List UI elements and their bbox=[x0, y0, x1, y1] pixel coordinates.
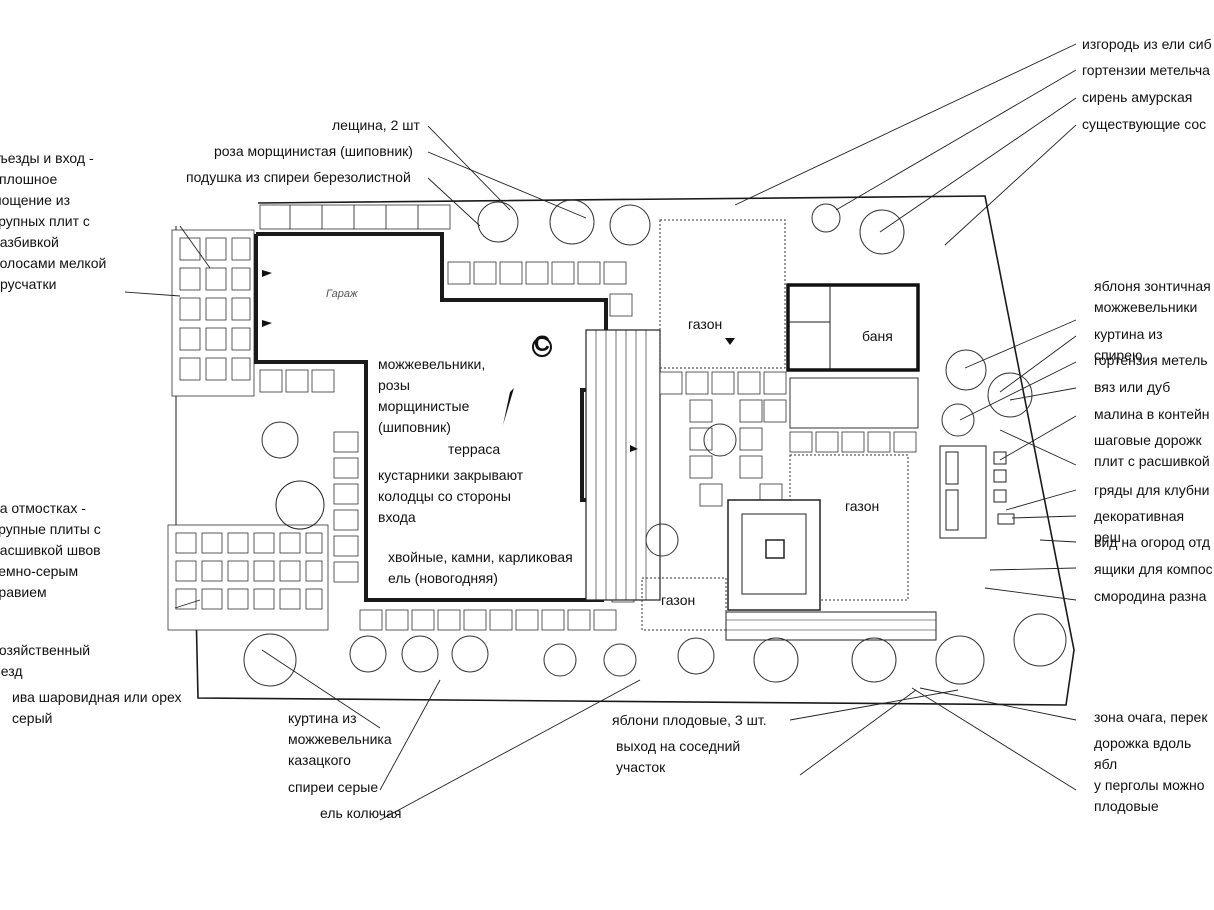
label-garden-view: вид на огород отд bbox=[1094, 534, 1211, 550]
site-boundary bbox=[195, 195, 1075, 706]
label-neighbor-exit: выход на соседний участок bbox=[616, 738, 741, 775]
pergola-path bbox=[725, 611, 937, 641]
label-entrances-paving: въезды и вход - сплошное мощение из круп… bbox=[0, 150, 107, 292]
label-crabapple-junipers: яблоня зонтичная можжевельники bbox=[1094, 278, 1211, 315]
house-outline bbox=[254, 232, 608, 602]
entrance-paving-bottom bbox=[167, 524, 329, 631]
label-blue-spruce: ель колючая bbox=[320, 805, 402, 821]
compass-ring bbox=[532, 337, 552, 357]
label-hazel: лещина, 2 шт bbox=[332, 117, 420, 133]
leader-lines bbox=[124, 43, 1077, 821]
label-elm-oak: вяз или дуб bbox=[1094, 379, 1171, 395]
bath-house bbox=[786, 283, 920, 429]
label-amur-lilac: сирень амурская bbox=[1082, 89, 1193, 105]
top-paving-strip bbox=[259, 204, 451, 230]
label-junipers-roses: можжевельники, розы морщинистые (шиповни… bbox=[378, 356, 486, 435]
label-hydrangea: гортензия метель bbox=[1094, 352, 1208, 368]
label-grey-spirea: спиреи серые bbox=[288, 779, 379, 795]
label-terrace: терраса bbox=[448, 441, 501, 457]
label-existing-pines: существующие сос bbox=[1082, 116, 1207, 132]
shrub-symbols bbox=[243, 199, 1067, 687]
label-juniper-sabina: куртина из можжевельника казацкого bbox=[288, 710, 392, 768]
label-lawn-2: газон bbox=[845, 498, 880, 514]
label-stepping-paths: шаговые дорожк плит с расшивкой bbox=[1094, 432, 1210, 469]
label-willow-walnut: ива шаровидная или орех серый bbox=[12, 689, 182, 726]
vegetable-beds bbox=[939, 445, 1015, 539]
label-hydrangea-paniculata: гортензии метельча bbox=[1082, 62, 1210, 78]
label-conifers-stones: хвойные, камни, карликовая ель (новогодн… bbox=[388, 549, 573, 586]
label-currants: смородина разна bbox=[1094, 588, 1207, 604]
lawn-3-area bbox=[641, 577, 727, 631]
label-blind-area-slabs: на отмостках - крупные плиты с расшивкой… bbox=[0, 500, 101, 600]
label-fruit-apples: яблони плодовые, 3 шт. bbox=[612, 712, 767, 728]
label-compost-boxes: ящики для компос bbox=[1094, 561, 1213, 577]
label-lawn-3: газон bbox=[661, 592, 696, 608]
label-lawn-1: газон bbox=[688, 316, 723, 332]
label-compass-north: С bbox=[534, 331, 550, 356]
label-fire-zone: зона очага, перек bbox=[1094, 709, 1208, 725]
label-decorative-lattice: декоративная реш bbox=[1094, 508, 1185, 545]
stepping-stones-central bbox=[659, 371, 917, 507]
label-apple-path: дорожка вдоль ябл у перголы можно плодов… bbox=[1094, 735, 1205, 814]
label-rugosa-rose: роза морщинистая (шиповник) bbox=[214, 143, 413, 159]
label-raspberry: малина в контейн bbox=[1094, 406, 1210, 422]
path-pavers-upper bbox=[447, 261, 633, 317]
terrace-decking bbox=[585, 329, 661, 601]
label-spirea-group: куртина из спирею bbox=[1094, 326, 1163, 363]
label-garage: Гараж bbox=[326, 288, 358, 300]
label-service-entrance: хозяйственный ъезд bbox=[0, 642, 91, 679]
rock-garden-circle bbox=[275, 480, 325, 530]
entrance-paving-top bbox=[171, 229, 255, 397]
label-shrubs-wells: кустарники закрывают колодцы со стороны … bbox=[378, 467, 524, 525]
label-strawberry-beds: гряды для клубни bbox=[1094, 482, 1210, 498]
pergola-fire-zone bbox=[727, 499, 821, 611]
label-spirea-cushion: подушка из спиреи березолистной bbox=[186, 169, 411, 185]
label-bath: баня bbox=[862, 328, 893, 344]
lawn-1-area bbox=[659, 219, 786, 369]
arrow-markers bbox=[262, 270, 735, 452]
label-spruce-hedge: изгородь из ели сиб bbox=[1082, 36, 1212, 52]
path-pavers-left bbox=[259, 369, 359, 583]
